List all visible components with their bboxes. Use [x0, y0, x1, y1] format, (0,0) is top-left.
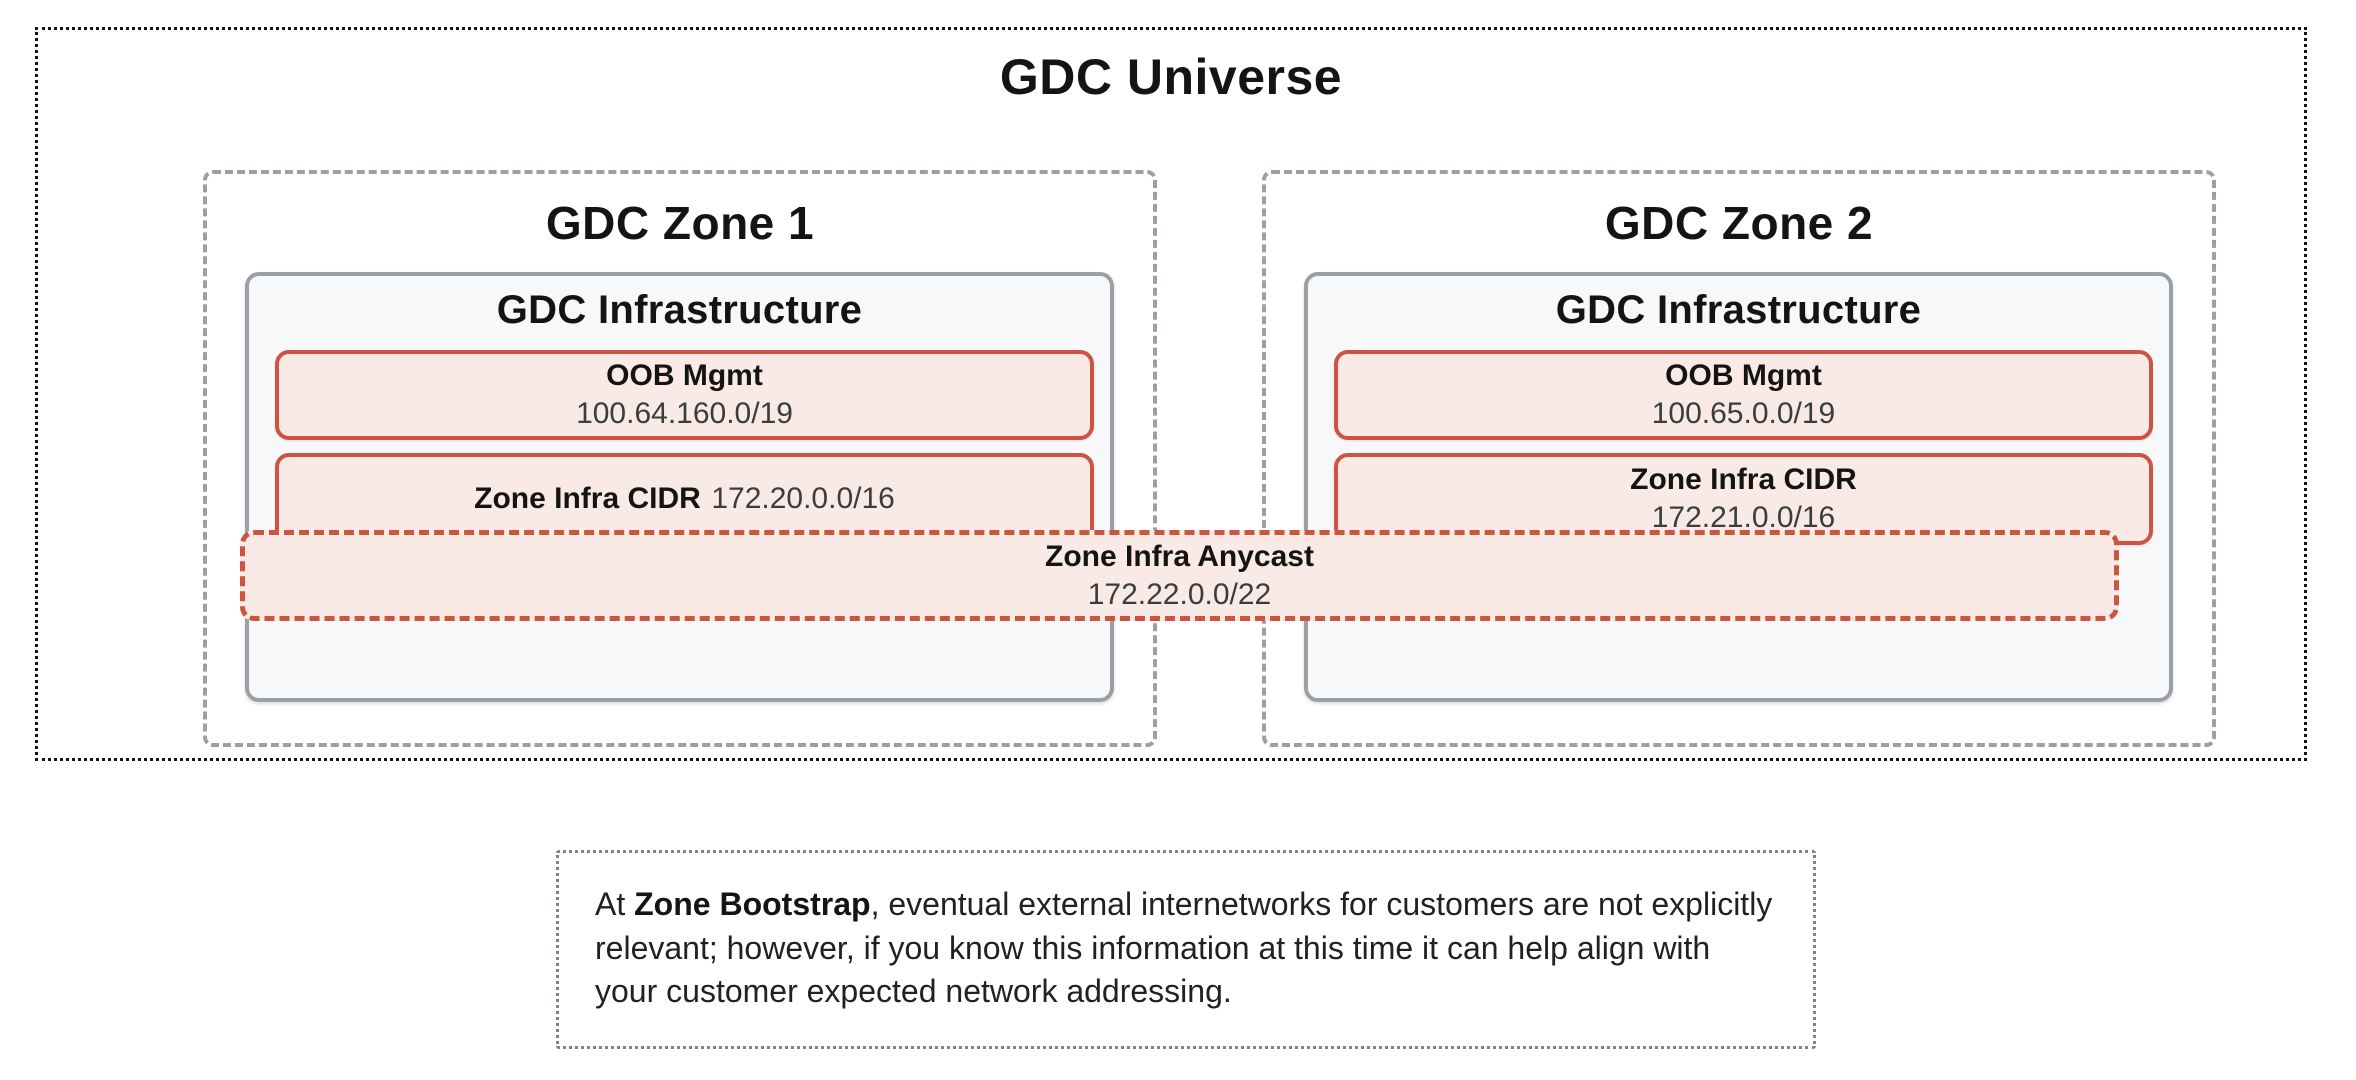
zone-2-oob-cidr: 100.65.0.0/19: [1651, 397, 1836, 430]
zone-1-infrastructure-title: GDC Infrastructure: [496, 288, 863, 332]
zone-2-box: GDC Zone 2 GDC Infrastructure OOB Mgmt 1…: [1262, 170, 2216, 747]
zone-2-infrastructure-title: GDC Infrastructure: [1555, 288, 1922, 332]
zone-2-infrastructure-box: GDC Infrastructure OOB Mgmt 100.65.0.0/1…: [1304, 272, 2173, 702]
zone-2-title: GDC Zone 2: [1604, 197, 1874, 249]
note-text-prefix: At: [595, 886, 635, 922]
zone-2-oob-mgmt-box: OOB Mgmt 100.65.0.0/19: [1334, 350, 2153, 440]
note-text-rest: , eventual external internetworks for cu…: [595, 886, 1773, 1010]
zone-2-infra-cidr-value: 172.21.0.0/16: [1651, 501, 1836, 534]
zone-2-infra-cidr-box: Zone Infra CIDR 172.21.0.0/16: [1334, 453, 2153, 545]
universe-box: GDC Universe GDC Zone 1 GDC Infrastructu…: [35, 27, 2307, 761]
zone-1-infra-cidr-value: 172.20.0.0/16: [711, 481, 895, 515]
zone-1-infra-cidr-label: Zone Infra CIDR: [474, 481, 701, 515]
zone-1-infrastructure-box: GDC Infrastructure OOB Mgmt 100.64.160.0…: [245, 272, 1114, 702]
zone-1-oob-label: OOB Mgmt: [606, 358, 763, 392]
zone-1-box: GDC Zone 1 GDC Infrastructure OOB Mgmt 1…: [203, 170, 1157, 747]
zone-2-oob-label: OOB Mgmt: [1665, 358, 1822, 392]
zone-1-oob-cidr: 100.64.160.0/19: [576, 397, 793, 430]
zone-bootstrap-note: At Zone Bootstrap, eventual external int…: [556, 850, 1816, 1049]
note-text-bold: Zone Bootstrap: [634, 886, 871, 922]
zone-infra-anycast-box: Zone Infra Anycast 172.22.0.0/22: [240, 530, 2119, 621]
zone-1-infra-cidr-box: Zone Infra CIDR 172.20.0.0/16: [275, 453, 1094, 545]
zone-2-infra-cidr-label: Zone Infra CIDR: [1630, 462, 1857, 496]
anycast-label: Zone Infra Anycast: [1045, 539, 1314, 573]
anycast-cidr: 172.22.0.0/22: [1087, 577, 1272, 611]
universe-title: GDC Universe: [999, 49, 1343, 105]
zone-1-oob-mgmt-box: OOB Mgmt 100.64.160.0/19: [275, 350, 1094, 440]
zone-1-title: GDC Zone 1: [545, 197, 815, 249]
